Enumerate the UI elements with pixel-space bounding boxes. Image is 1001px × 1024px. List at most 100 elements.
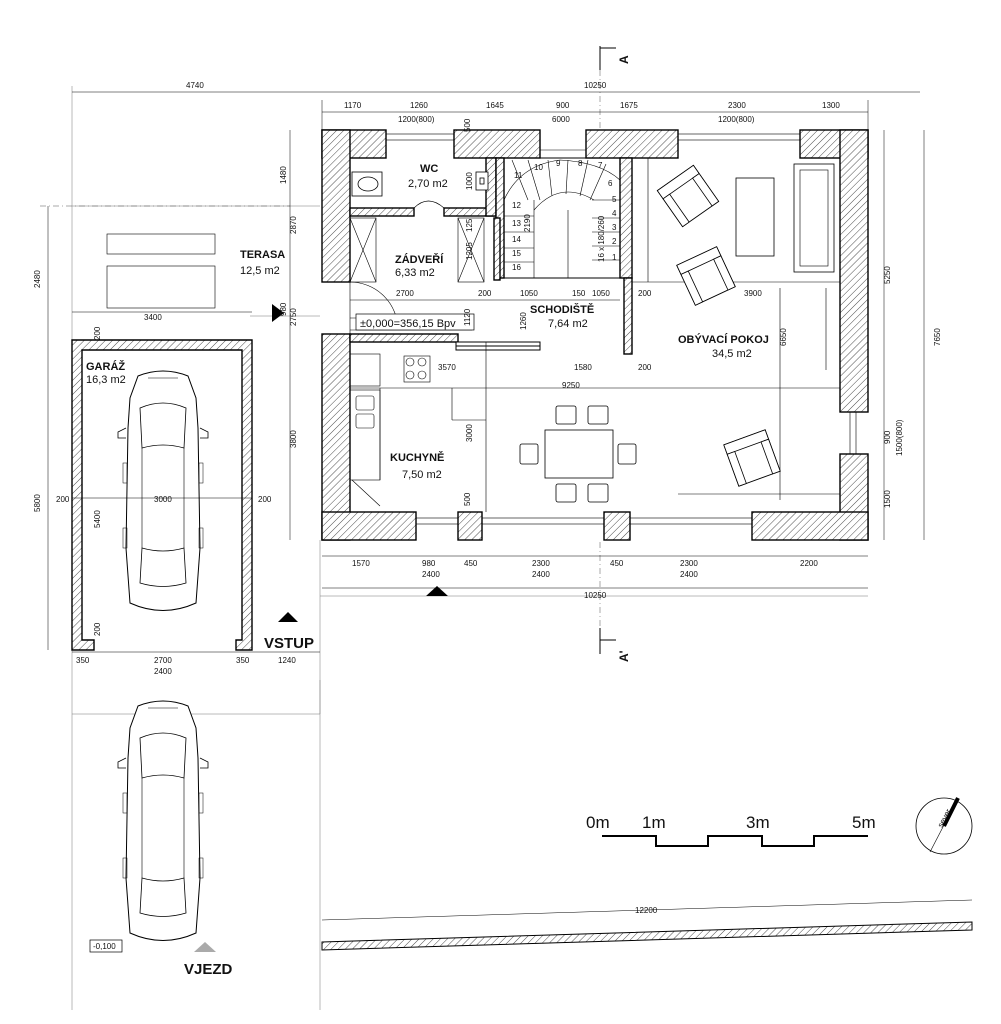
vstup-label: VSTUP bbox=[264, 635, 314, 652]
step-5: 5 bbox=[612, 195, 617, 204]
dim-in-1050a: 1050 bbox=[520, 289, 538, 298]
dining-set bbox=[519, 405, 637, 503]
dim-bot-sub-3: 2400 bbox=[680, 570, 698, 579]
step-1: 1 bbox=[612, 253, 617, 262]
room-kuchyne-area: 7,50 m2 bbox=[402, 469, 442, 481]
hall-wardrobes bbox=[349, 217, 485, 331]
room-zadveri-area: 6,33 m2 bbox=[395, 267, 435, 279]
level-text: ±0,000=356,15 Bpv bbox=[360, 318, 456, 330]
scale-bar: 0m 1m 3m 5m bbox=[586, 813, 876, 847]
dimension-texts: 4740 10250 1170 1260 1645 900 1675 2300 … bbox=[33, 81, 942, 676]
dim-top-10250: 10250 bbox=[584, 81, 607, 90]
scale-label-5: 5m bbox=[852, 813, 876, 832]
step-9: 9 bbox=[556, 159, 561, 168]
scale-label-3: 3m bbox=[746, 813, 770, 832]
section-a-top: A bbox=[617, 55, 631, 64]
dim-in-3570: 3570 bbox=[438, 363, 456, 372]
stair-railing bbox=[455, 341, 541, 351]
dim-gar-width: 3400 bbox=[144, 313, 162, 322]
dim-gar-200b: 200 bbox=[93, 622, 102, 636]
dim-top-4740: 4740 bbox=[186, 81, 204, 90]
dim-bot-6: 2300 bbox=[680, 559, 698, 568]
vjezd-arrow-icon bbox=[194, 942, 216, 952]
room-schodiste-name: SCHODIŠTĚ bbox=[530, 303, 594, 316]
house-walls bbox=[321, 129, 869, 541]
dim-right-1500: 1500(800) bbox=[895, 419, 904, 456]
section-a-bottom: A' bbox=[617, 650, 631, 662]
dim-in-2190: 2190 bbox=[523, 214, 532, 232]
scale-label-0: 0m bbox=[586, 813, 610, 832]
garage-car bbox=[117, 370, 209, 611]
room-schodiste-area: 7,64 m2 bbox=[548, 318, 588, 330]
dim-in-6650: 6650 bbox=[779, 328, 788, 346]
dim-gar-b1: 350 bbox=[76, 656, 90, 665]
dim-gar-b2: 2700 bbox=[154, 656, 172, 665]
north-label: sever bbox=[936, 807, 953, 829]
dim-in-1120: 1120 bbox=[463, 308, 472, 326]
step-3: 3 bbox=[612, 223, 617, 232]
room-wc-name: WC bbox=[420, 163, 438, 175]
side-entry-arrow-icon bbox=[272, 304, 284, 322]
dim-left-3: 2750 bbox=[289, 308, 298, 326]
entry-markers: VSTUP VJEZD -0,100 bbox=[89, 304, 448, 978]
dim-top-win-3: 1200(800) bbox=[718, 115, 755, 124]
room-obyvaci-area: 34,5 m2 bbox=[712, 348, 752, 360]
dim-top-1: 1170 bbox=[344, 101, 362, 110]
room-terasa-name: TERASA bbox=[240, 249, 285, 261]
dim-top-7: 1300 bbox=[822, 101, 840, 110]
vjezd-label: VJEZD bbox=[184, 961, 233, 978]
dim-in-200b: 200 bbox=[638, 289, 652, 298]
dim-right-1: 5250 bbox=[883, 266, 892, 284]
step-15: 15 bbox=[512, 249, 521, 258]
dim-left-2: 2870 bbox=[289, 216, 298, 234]
step-16: 16 bbox=[512, 263, 521, 272]
step-10: 10 bbox=[534, 163, 543, 172]
dim-gar-200a: 200 bbox=[93, 326, 102, 340]
dim-top-500: 500 bbox=[463, 118, 472, 132]
dim-bot-overall: 10250 bbox=[584, 591, 607, 600]
dim-in-1580: 1580 bbox=[574, 363, 592, 372]
dim-top-win-1: 1200(800) bbox=[398, 115, 435, 124]
dim-in-1000: 1000 bbox=[465, 172, 474, 190]
dim-bot-sub-1: 2400 bbox=[422, 570, 440, 579]
dim-gar-in-2: 3000 bbox=[154, 495, 172, 504]
dim-bot-7: 2200 bbox=[800, 559, 818, 568]
dim-site-12200: 12200 bbox=[635, 906, 658, 915]
front-arrow-icon bbox=[426, 586, 448, 596]
dim-top-2: 1260 bbox=[410, 101, 428, 110]
dim-in-9250: 9250 bbox=[562, 381, 580, 390]
dim-top-5: 1675 bbox=[620, 101, 638, 110]
dim-in-150: 150 bbox=[572, 289, 586, 298]
dim-gar-height: 5800 bbox=[33, 494, 42, 512]
living-furniture bbox=[656, 163, 835, 487]
terrace-slabs bbox=[106, 233, 216, 309]
dim-right-overall: 7650 bbox=[933, 328, 942, 346]
dim-left-980: 980 bbox=[279, 302, 288, 316]
windows bbox=[385, 133, 857, 525]
dim-top-win-2: 6000 bbox=[552, 115, 570, 124]
dim-bot-3: 450 bbox=[464, 559, 478, 568]
dimension-lines bbox=[47, 91, 925, 653]
dim-in-125: 125 bbox=[465, 218, 474, 232]
step-7: 7 bbox=[598, 161, 603, 170]
scale-label-1: 1m bbox=[642, 813, 666, 832]
step-13: 13 bbox=[512, 219, 521, 228]
dim-in-1260: 1260 bbox=[519, 312, 528, 330]
staircase bbox=[503, 157, 621, 279]
site-strip: 12200 bbox=[321, 899, 973, 951]
dim-in-500: 500 bbox=[463, 492, 472, 506]
dim-in-1205: 1205 bbox=[465, 242, 474, 260]
dim-bot-2: 980 bbox=[422, 559, 436, 568]
room-garaz-name: GARÁŽ bbox=[86, 360, 125, 373]
dim-top-3: 1645 bbox=[486, 101, 504, 110]
dim-right-3: 1500 bbox=[883, 490, 892, 508]
step-2: 2 bbox=[612, 237, 617, 246]
room-obyvaci-name: OBÝVACÍ POKOJ bbox=[678, 333, 769, 346]
stair-spec: 16 x 180/260 bbox=[597, 215, 606, 262]
dim-gar-b3: 350 bbox=[236, 656, 250, 665]
dim-right-2: 900 bbox=[883, 430, 892, 444]
dim-gar-vstup: 1240 bbox=[278, 656, 296, 665]
step-12: 12 bbox=[512, 201, 521, 210]
room-wc-area: 2,70 m2 bbox=[408, 178, 448, 190]
